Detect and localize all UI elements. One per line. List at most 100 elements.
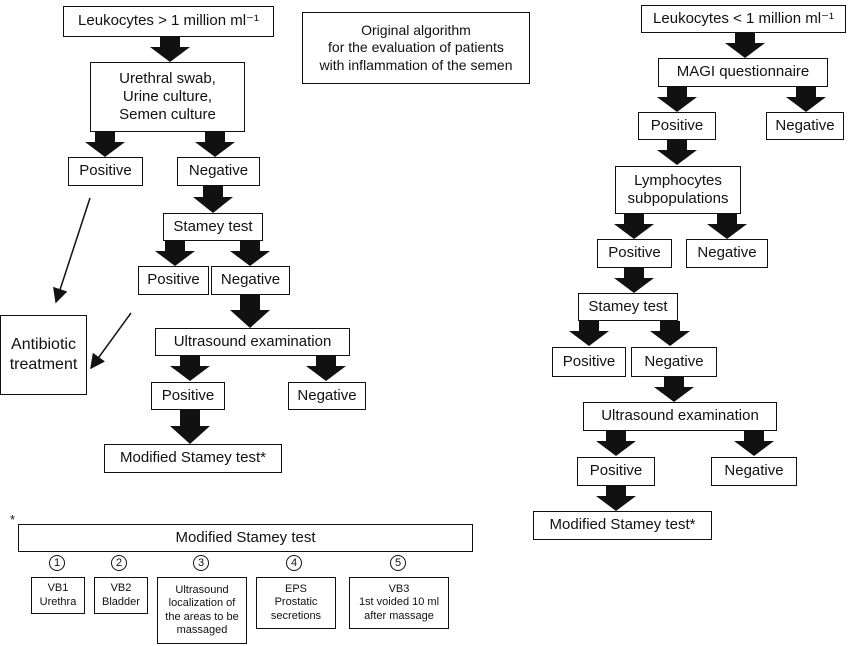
block-arrow-shaft bbox=[606, 486, 626, 497]
block-arrow bbox=[230, 295, 270, 328]
block-arrow-shaft bbox=[240, 295, 260, 311]
block-arrow-head bbox=[734, 441, 774, 457]
block-arrow-shaft bbox=[796, 87, 816, 98]
right-positive-2: Positive bbox=[597, 239, 672, 268]
block-arrow-head bbox=[725, 43, 765, 58]
block-arrow-head bbox=[596, 441, 636, 457]
step-1-number: 1 bbox=[49, 555, 65, 571]
block-arrow-head bbox=[569, 331, 609, 347]
block-arrow-head bbox=[85, 142, 125, 157]
left-negative-2: Negative bbox=[211, 266, 290, 295]
left-start-box: Leukocytes > 1 million ml⁻¹ bbox=[63, 6, 274, 37]
block-arrow-head bbox=[614, 278, 654, 293]
right-modified-stamey-box: Modified Stamey test* bbox=[533, 511, 712, 540]
left-ultrasound-box: Ultrasound examination bbox=[155, 328, 350, 356]
block-arrow bbox=[230, 241, 270, 266]
block-arrow-head bbox=[306, 366, 346, 382]
block-arrow-head bbox=[707, 224, 747, 239]
left-negative-3: Negative bbox=[288, 382, 366, 410]
block-arrow bbox=[614, 268, 654, 293]
block-arrow-head bbox=[230, 310, 270, 328]
block-arrow-shaft bbox=[624, 214, 644, 225]
block-arrow bbox=[195, 132, 235, 157]
block-arrow-head bbox=[170, 366, 210, 382]
step-1-box: VB1 Urethra bbox=[31, 577, 85, 614]
block-arrow bbox=[650, 321, 690, 347]
block-arrow-shaft bbox=[316, 356, 336, 368]
block-arrow-head bbox=[193, 196, 233, 213]
block-arrow bbox=[734, 431, 774, 457]
block-arrow-head bbox=[195, 142, 235, 157]
block-arrow-head bbox=[614, 224, 654, 239]
positive-to-antibiotic-line bbox=[53, 197, 91, 304]
right-negative-2: Negative bbox=[686, 239, 768, 268]
footnote-header-box: Modified Stamey test bbox=[18, 524, 473, 552]
block-arrow bbox=[614, 214, 654, 239]
block-arrow-shaft bbox=[667, 87, 687, 98]
left-cultures-box: Urethral swab, Urine culture, Semen cult… bbox=[90, 62, 245, 132]
block-arrow bbox=[725, 33, 765, 58]
algorithm-title-box: Original algorithm for the evaluation of… bbox=[302, 12, 530, 84]
right-lymphocytes-box: Lymphocytes subpopulations bbox=[615, 166, 741, 214]
block-arrow-head bbox=[596, 496, 636, 511]
left-positive-3: Positive bbox=[151, 382, 225, 410]
step-3-number: 3 bbox=[193, 555, 209, 571]
block-arrow-head bbox=[150, 47, 190, 62]
left-negative-1: Negative bbox=[177, 157, 260, 186]
block-arrow-shaft bbox=[735, 33, 755, 44]
block-arrow bbox=[657, 140, 697, 166]
step-5-box: VB3 1st voided 10 ml after massage bbox=[349, 577, 449, 629]
block-arrow-head bbox=[230, 251, 270, 266]
negative-to-antibiotic-line bbox=[90, 312, 132, 370]
block-arrow-shaft bbox=[180, 356, 200, 368]
block-arrow bbox=[596, 486, 636, 511]
right-positive-1: Positive bbox=[638, 112, 716, 140]
step-3-box: Ultrasound localization of the areas to … bbox=[157, 577, 247, 644]
block-arrow-shaft bbox=[606, 431, 626, 443]
block-arrow bbox=[569, 321, 609, 347]
antibiotic-treatment-box: Antibiotic treatment bbox=[0, 315, 87, 395]
step-5-number: 5 bbox=[390, 555, 406, 571]
step-2-box: VB2 Bladder bbox=[94, 577, 148, 614]
block-arrow-head bbox=[786, 97, 826, 112]
block-arrow-shaft bbox=[660, 321, 680, 333]
block-arrow bbox=[596, 431, 636, 457]
right-negative-1: Negative bbox=[766, 112, 844, 140]
left-stamey-box: Stamey test bbox=[163, 213, 263, 241]
block-arrow bbox=[654, 377, 694, 402]
right-positive-4: Positive bbox=[577, 457, 655, 486]
block-arrow bbox=[193, 186, 233, 213]
block-arrow bbox=[155, 241, 195, 266]
left-modified-stamey-box: Modified Stamey test* bbox=[104, 444, 282, 473]
block-arrow-shaft bbox=[180, 410, 200, 427]
block-arrow-shaft bbox=[95, 132, 115, 143]
block-arrow bbox=[150, 37, 190, 62]
block-arrow-shaft bbox=[160, 37, 180, 48]
right-negative-4: Negative bbox=[711, 457, 797, 486]
step-4-number: 4 bbox=[286, 555, 302, 571]
block-arrow-shaft bbox=[205, 132, 225, 143]
block-arrow bbox=[657, 87, 697, 112]
block-arrow-head bbox=[654, 387, 694, 402]
block-arrow bbox=[170, 410, 210, 444]
block-arrow-shaft bbox=[165, 241, 185, 252]
block-arrow-shaft bbox=[240, 241, 260, 252]
right-positive-3: Positive bbox=[552, 347, 626, 377]
block-arrow bbox=[786, 87, 826, 112]
block-arrow-head bbox=[155, 251, 195, 266]
block-arrow-shaft bbox=[717, 214, 737, 225]
block-arrow-head bbox=[650, 331, 690, 347]
right-stamey-box: Stamey test bbox=[578, 293, 678, 321]
block-arrow bbox=[85, 132, 125, 157]
block-arrow-shaft bbox=[203, 186, 223, 198]
block-arrow bbox=[707, 214, 747, 239]
block-arrow-shaft bbox=[667, 140, 687, 152]
footnote-asterisk: * bbox=[10, 512, 16, 527]
block-arrow bbox=[170, 356, 210, 382]
left-positive-2: Positive bbox=[138, 266, 209, 295]
block-arrow-shaft bbox=[579, 321, 599, 333]
step-4-box: EPS Prostatic secretions bbox=[256, 577, 336, 629]
right-magi-box: MAGI questionnaire bbox=[658, 58, 828, 87]
block-arrow-shaft bbox=[744, 431, 764, 443]
